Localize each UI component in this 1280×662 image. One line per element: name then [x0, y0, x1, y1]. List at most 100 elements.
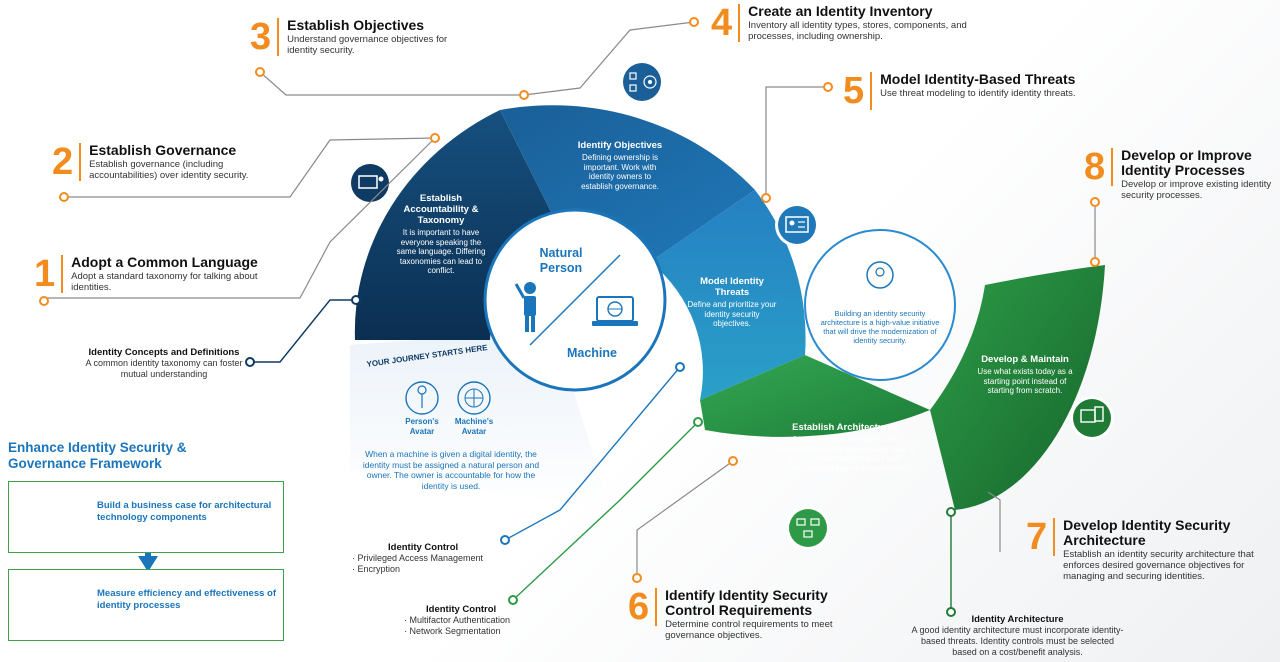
note-line: · Network Segmentation	[404, 626, 501, 636]
step-number: 6	[628, 588, 658, 626]
connector-control1	[504, 366, 681, 541]
step-number: 3	[250, 18, 280, 56]
step-number: 4	[711, 4, 741, 42]
segment-title: Identify Objectives	[577, 140, 663, 151]
segment-title: Establish Accountability & Taxonomy	[403, 193, 479, 226]
step-desc: Understand governance objectives for ide…	[287, 34, 448, 56]
connector-4	[523, 21, 695, 96]
panel-title: Enhance Identity Security & Governance F…	[8, 440, 187, 472]
segment-desc: Define and prioritize your identity secu…	[687, 300, 777, 328]
machine-avatar-icon	[457, 381, 491, 415]
step-desc: Establish an identity security architect…	[1063, 549, 1254, 582]
segment-title: Model Identity Threats	[700, 276, 764, 298]
step-6: 6 Identify Identity Security Control Req…	[628, 587, 865, 642]
id-card-icon	[775, 203, 819, 247]
segment-threats-text: Model Identity Threats Define and priori…	[686, 276, 778, 329]
natural-person-label: Natural Person	[539, 246, 583, 275]
step-title: Identify Identity Security Control Requi…	[665, 587, 828, 618]
step-desc: Adopt a standard taxonomy for talking ab…	[71, 271, 258, 293]
note-title: Identity Architecture	[971, 614, 1064, 625]
step-number: 5	[843, 72, 873, 110]
note-title: Identity Control	[426, 604, 497, 615]
step-number: 7	[1026, 518, 1056, 556]
segment-desc: Use what exists today as a starting poin…	[977, 367, 1073, 395]
segment-threats	[650, 190, 806, 400]
person-avatar-label: Person's Avatar	[405, 417, 439, 436]
note-architecture: Identity Architecture A good identity ar…	[910, 614, 1125, 658]
segment-architectures-text: Establish Architectures A solid architec…	[770, 422, 920, 473]
org-chart-icon	[786, 506, 830, 550]
head-gear-icon	[866, 261, 894, 289]
connector-7	[987, 491, 1001, 552]
step-title: Develop or Improve Identity Processes	[1121, 147, 1252, 178]
step-desc: Determine control requirements to meet g…	[665, 619, 833, 641]
step-number: 2	[52, 143, 82, 181]
presentation-icon	[348, 161, 392, 205]
step-desc: Use threat modeling to identify identity…	[880, 88, 1076, 99]
step-1: 1 Adopt a Common Language Adopt a standa…	[34, 255, 281, 293]
inner-note-circle	[804, 229, 956, 381]
workflow-target-icon	[620, 60, 664, 104]
document-monitor-icon	[1070, 396, 1114, 440]
note-text: A common identity taxonomy can foster mu…	[85, 358, 243, 379]
connector-2	[64, 137, 436, 198]
machine-label: Machine	[566, 346, 617, 360]
step-desc: Establish governance (including accounta…	[89, 159, 249, 181]
step-desc: Inventory all identity types, stores, co…	[748, 20, 967, 42]
connector-control2	[512, 421, 699, 601]
journey-text: When a machine is given a digital identi…	[362, 449, 540, 491]
connector-5	[765, 86, 828, 198]
step-8: 8 Develop or Improve Identity Processes …	[1084, 147, 1272, 202]
segment-architectures	[700, 355, 930, 437]
segment-objectives-text: Identify Objectives Defining ownership i…	[572, 140, 668, 191]
step-title: Establish Objectives	[287, 17, 425, 33]
person-icon	[514, 282, 536, 332]
panel-title-line-2: Governance Framework	[8, 456, 162, 471]
step-title: Model Identity-Based Threats	[880, 71, 1076, 87]
segment-title: Establish Architectures	[792, 422, 898, 433]
note-line: · Multifactor Authentication	[404, 615, 511, 625]
note-line: · Privileged Access Management	[352, 553, 484, 563]
panel-box-label: Build a business case for architectural …	[97, 500, 272, 523]
inner-note: Building an identity security architectu…	[820, 309, 940, 345]
panel-box-label: Measure efficiency and effectiveness of …	[97, 588, 276, 611]
step-7: 7 Develop Identity Security Architecture…	[1026, 517, 1273, 583]
step-title: Establish Governance	[89, 142, 237, 158]
note-control-2: Identity Control · Multifactor Authentic…	[404, 604, 534, 637]
step-desc: Develop or improve existing identity sec…	[1121, 179, 1272, 201]
segment-desc: A solid architecture starts with underst…	[774, 435, 916, 473]
note-line: · Encryption	[352, 564, 401, 574]
panel-box-business-case: Build a business case for architectural …	[8, 481, 284, 553]
note-title: Identity Control	[388, 542, 459, 553]
note-title: Identity Concepts and Definitions	[88, 347, 240, 358]
step-4: 4 Create an Identity Inventory Inventory…	[711, 4, 968, 42]
segment-taxonomy	[354, 110, 560, 340]
segment-desc: Defining ownership is important. Work wi…	[581, 153, 659, 191]
panel-title-line-1: Enhance Identity Security &	[8, 440, 187, 455]
connector-6	[636, 460, 734, 578]
machine-avatar-label: Machine's Avatar	[454, 417, 494, 436]
segment-develop	[930, 265, 1105, 510]
note-text: A good identity architecture must incorp…	[911, 625, 1124, 657]
segment-taxonomy-text: Establish Accountability & Taxonomy It i…	[395, 193, 487, 276]
step-5: 5 Model Identity-Based Threats Use threa…	[843, 72, 1120, 110]
step-title: Create an Identity Inventory	[748, 3, 933, 19]
segment-develop-text: Develop & Maintain Use what exists today…	[970, 354, 1080, 396]
segment-title: Develop & Maintain	[981, 354, 1069, 365]
step-3: 3 Establish Objectives Understand govern…	[250, 18, 447, 56]
step-title: Develop Identity Security Architecture	[1063, 517, 1231, 548]
step-number: 1	[34, 255, 64, 293]
segment-desc: It is important to have everyone speakin…	[396, 228, 486, 275]
connector-concepts	[250, 299, 356, 363]
connector-dots	[39, 17, 1100, 617]
center-divider	[529, 254, 621, 346]
step-title: Adopt a Common Language	[71, 254, 258, 270]
note-control-1: Identity Control · Privileged Access Man…	[352, 542, 502, 575]
note-concepts: Identity Concepts and Definitions A comm…	[84, 347, 244, 380]
laptop-globe-icon	[592, 296, 638, 326]
person-avatar-icon	[405, 381, 439, 415]
step-2: 2 Establish Governance Establish governa…	[52, 143, 269, 181]
step-number: 8	[1084, 148, 1114, 186]
panel-box-measure: Measure efficiency and effectiveness of …	[8, 569, 284, 641]
